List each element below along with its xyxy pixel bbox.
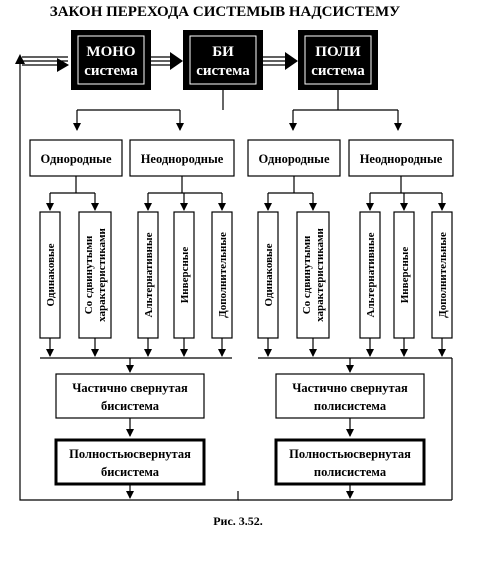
- partial-polysystem-box: Частично свернутая полисистема: [275, 373, 425, 419]
- svg-text:Дополнительные: Дополнительные: [437, 232, 449, 318]
- vertical-boxes: Одинаковые Со сдвинутыми характеристикам…: [39, 211, 453, 339]
- svg-text:характеристиками: характеристиками: [96, 228, 108, 322]
- bi-sub-label: система: [196, 63, 250, 79]
- vbox-shifted-poly: [296, 211, 330, 339]
- poly-system-box: ПОЛИ система: [298, 30, 378, 90]
- svg-text:Полностьюсвернутая: Полностьюсвернутая: [69, 447, 191, 461]
- figure-caption: Рис. 3.52.: [213, 514, 263, 528]
- bi-label: БИ: [212, 44, 234, 60]
- full-polysystem-box: Полностьюсвернутая полисистема: [274, 438, 426, 486]
- vertical-to-collector-lines: [40, 338, 452, 373]
- mono-label: МОНО: [86, 44, 135, 60]
- mono-to-bi-arrows: [151, 52, 183, 70]
- partial-bisystem-box: Частично свернутая бисистема: [55, 373, 205, 419]
- bi-to-poly-arrows: [263, 52, 298, 70]
- type-box-homogeneous-bi: Однородные: [29, 139, 123, 177]
- svg-text:Одинаковые: Одинаковые: [45, 243, 57, 306]
- poly-sub-label: система: [311, 63, 365, 79]
- svg-text:Альтернативные: Альтернативные: [143, 232, 155, 317]
- svg-text:Неоднородные: Неоднородные: [360, 152, 443, 166]
- bi-system-box: БИ система: [183, 30, 263, 90]
- type-box-heterogeneous-bi: Неоднородные: [129, 139, 235, 177]
- svg-text:бисистема: бисистема: [101, 399, 160, 413]
- svg-text:бисистема: бисистема: [101, 465, 160, 479]
- svg-text:Со сдвинутыми: Со сдвинутыми: [301, 235, 313, 314]
- diagram-title: ЗАКОН ПЕРЕХОДА СИСТЕМЫВ НАДСИСТЕМУ: [50, 4, 400, 20]
- full-bisystem-box: Полностьюсвернутая бисистема: [54, 438, 206, 486]
- svg-text:Со сдвинутыми: Со сдвинутыми: [83, 235, 95, 314]
- svg-text:Дополнительные: Дополнительные: [217, 232, 229, 318]
- svg-text:полисистема: полисистема: [314, 399, 387, 413]
- svg-text:Неоднородные: Неоднородные: [141, 152, 224, 166]
- mono-system-box: МОНО система: [71, 30, 151, 90]
- feedback-loop-line: [19, 56, 239, 501]
- svg-text:характеристиками: характеристиками: [314, 228, 326, 322]
- type-box-homogeneous-poly: Однородные: [247, 139, 341, 177]
- svg-text:Полностьюсвернутая: Полностьюсвернутая: [289, 447, 411, 461]
- feedback-arrow-head: [15, 54, 25, 64]
- input-lines: [22, 56, 69, 72]
- svg-text:Частично свернутая: Частично свернутая: [72, 381, 188, 395]
- type-to-vertical-connectors: [46, 176, 446, 211]
- svg-text:полисистема: полисистема: [314, 465, 387, 479]
- type-box-heterogeneous-poly: Неоднородные: [348, 139, 454, 177]
- svg-text:Инверсные: Инверсные: [399, 247, 411, 304]
- svg-text:Однородные: Однородные: [258, 152, 329, 166]
- poly-branch-connector: [289, 90, 402, 131]
- svg-text:Одинаковые: Одинаковые: [263, 243, 275, 306]
- poly-label: ПОЛИ: [315, 44, 361, 60]
- svg-text:Частично свернутая: Частично свернутая: [292, 381, 408, 395]
- svg-text:Альтернативные: Альтернативные: [365, 232, 377, 317]
- mono-sub-label: система: [84, 63, 138, 79]
- vbox-shifted-bi: [78, 211, 112, 339]
- svg-text:Однородные: Однородные: [40, 152, 111, 166]
- bi-branch-connector: [73, 90, 224, 131]
- svg-text:Инверсные: Инверсные: [179, 247, 191, 304]
